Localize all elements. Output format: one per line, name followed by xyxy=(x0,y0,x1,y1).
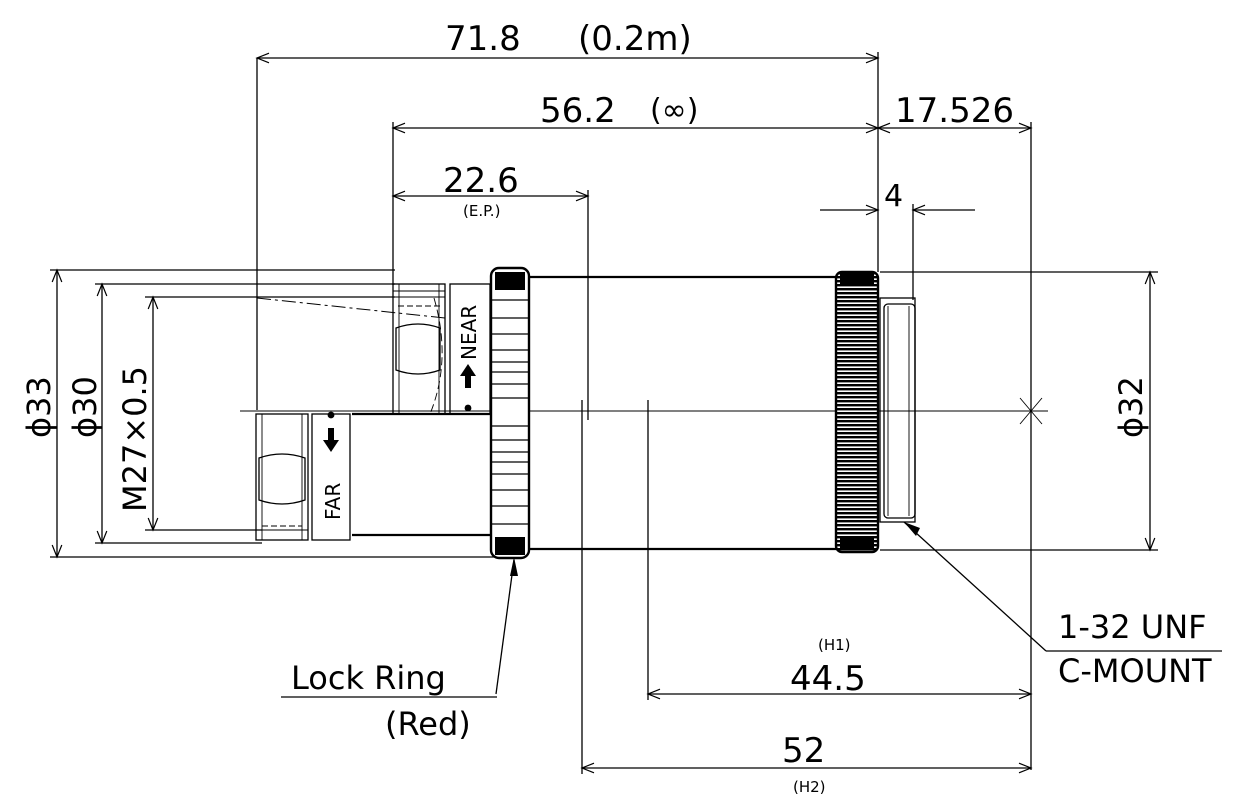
dim-56-2: 56.2 (∞) xyxy=(391,91,880,285)
dim-71-8-value: 71.8 xyxy=(445,19,521,59)
mount-type-label: C-MOUNT xyxy=(1058,652,1212,690)
dim-phi33: ϕ33 xyxy=(20,268,500,559)
dim-22-6: 22.6 (E.P.) xyxy=(391,161,590,420)
image-plane-cross xyxy=(1019,397,1043,425)
near-section xyxy=(392,283,491,415)
mount-thread-label: 1-32 UNF xyxy=(1058,608,1207,646)
dim-44-5-value: 44.5 xyxy=(790,659,866,699)
lock-ring-label: Lock Ring xyxy=(291,659,446,697)
near-label: NEAR xyxy=(457,305,481,360)
dim-4: 4 xyxy=(820,179,975,300)
near-marking: NEAR xyxy=(457,305,481,412)
far-marking: FAR xyxy=(321,411,345,520)
dim-52-note: (H2) xyxy=(793,778,826,796)
dim-44-5: (H1) 44.5 xyxy=(646,400,1033,700)
dim-44-5-note: (H1) xyxy=(818,636,851,654)
dim-phi33-value: ϕ33 xyxy=(20,376,58,438)
far-dot xyxy=(327,411,335,419)
dim-m27-value: M27×0.5 xyxy=(116,366,154,512)
chief-ray-line xyxy=(256,297,446,319)
rear-knurled-ring xyxy=(834,270,880,554)
lens-barrel xyxy=(527,275,837,551)
dim-phi32: ϕ32 xyxy=(880,270,1158,552)
dim-52: 52 (H2) xyxy=(580,400,1033,796)
dim-m27: M27×0.5 xyxy=(116,295,395,532)
lock-ring xyxy=(489,266,531,560)
dim-56-2-note: (∞) xyxy=(650,93,698,128)
c-mount-thread xyxy=(879,297,916,523)
dim-4-value: 4 xyxy=(884,179,903,214)
dim-phi30: ϕ30 xyxy=(66,282,395,545)
lock-ring-color: (Red) xyxy=(385,705,471,743)
dim-17-526: 17.526 xyxy=(876,91,1033,770)
near-dot xyxy=(464,404,472,412)
dim-52-value: 52 xyxy=(782,731,825,771)
dim-71-8: 71.8 (0.2m) xyxy=(255,19,880,410)
dim-71-8-note: (0.2m) xyxy=(578,19,692,59)
dim-phi32-value: ϕ32 xyxy=(1112,376,1150,438)
dim-phi30-value: ϕ30 xyxy=(66,376,104,438)
far-arrow-icon xyxy=(323,428,339,452)
far-label: FAR xyxy=(321,483,345,520)
dim-17-526-value: 17.526 xyxy=(895,91,1014,131)
c-mount-callout: 1-32 UNF C-MOUNT xyxy=(903,521,1222,690)
dim-56-2-value: 56.2 xyxy=(540,91,616,131)
dim-22-6-value: 22.6 xyxy=(443,161,519,201)
front-barrel-lower xyxy=(352,412,492,537)
far-section xyxy=(255,413,351,541)
dim-22-6-note: (E.P.) xyxy=(463,202,500,220)
lock-ring-callout: Lock Ring (Red) xyxy=(281,557,518,743)
near-arrow-icon xyxy=(460,364,476,388)
